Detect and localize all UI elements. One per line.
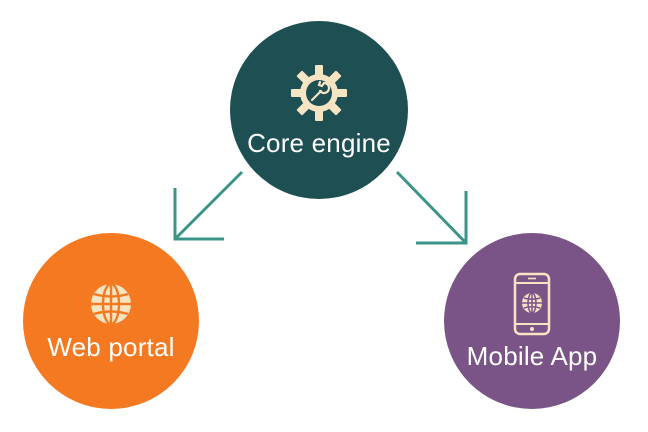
node-web-portal: Web portal (23, 233, 199, 409)
node-mobile-app-label: Mobile App (466, 340, 598, 371)
arrow-core-to-mobile (395, 170, 468, 245)
arrow-core-to-mobile-shaft (395, 170, 468, 245)
node-core-engine-label: Core engine (247, 127, 391, 158)
arrow-core-to-mobile-head (416, 191, 468, 245)
node-web-portal-label: Web portal (47, 331, 175, 362)
node-core-engine: Core engine (230, 21, 408, 199)
arrow-core-to-web-head (173, 188, 224, 241)
globe-icon (91, 282, 131, 325)
node-mobile-app: Mobile App (444, 233, 620, 409)
arrow-core-to-web (173, 170, 244, 241)
gear-wrench-icon (291, 64, 347, 121)
arrow-core-to-web-shaft (173, 170, 244, 241)
smartphone-globe-icon (513, 272, 551, 335)
